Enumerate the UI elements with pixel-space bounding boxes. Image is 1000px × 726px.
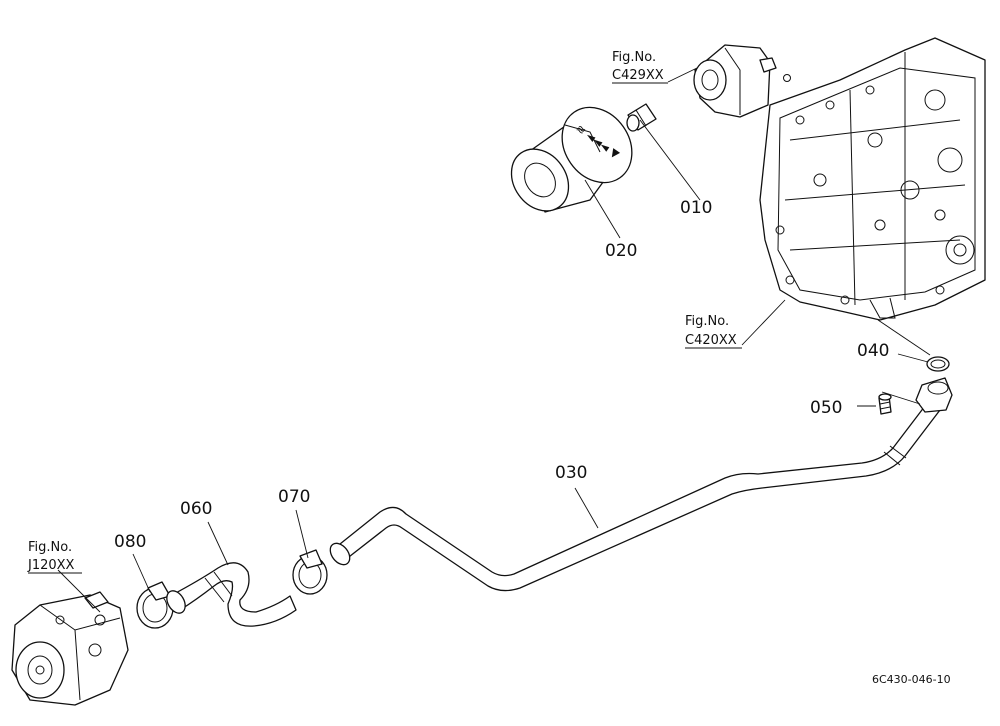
part-030-suction-pipe [329, 377, 953, 592]
drawing-code: 6C430-046-10 [872, 673, 951, 686]
fig-ref-label: Fig.No. [28, 540, 72, 555]
part-040-o-ring [926, 356, 950, 372]
part-070-hose-clamp [292, 549, 328, 595]
fig-ref-code: C420XX [685, 333, 737, 348]
callout-labels: 010 020 030 040 050 060 070 080 [114, 198, 889, 552]
transmission-case [759, 37, 986, 321]
callout-010: 010 [680, 198, 712, 218]
callout-030: 030 [555, 463, 587, 483]
callout-080: 080 [114, 532, 146, 552]
figure-reference-j120[interactable]: Fig.No. J120XX [27, 540, 82, 574]
part-020-oil-filter: ≋ ◄◄◄ ▼ [510, 106, 633, 213]
fig-ref-code: C429XX [612, 68, 664, 83]
figure-reference-c420[interactable]: Fig.No. C420XX [685, 314, 742, 349]
fig-ref-label: Fig.No. [612, 50, 656, 65]
figure-reference-c429[interactable]: Fig.No. C429XX [612, 50, 668, 84]
callout-050: 050 [810, 398, 842, 418]
filter-head-bracket [693, 44, 791, 118]
part-010-nipple [626, 103, 657, 132]
part-050-plug [878, 393, 892, 415]
fig-ref-label: Fig.No. [685, 314, 729, 329]
callout-070: 070 [278, 487, 310, 507]
fig-ref-code: J120XX [27, 558, 75, 573]
part-060-suction-hose [166, 562, 297, 627]
leader-lines [57, 67, 931, 613]
callout-020: 020 [605, 241, 637, 261]
part-080-hose-clamp [136, 581, 174, 629]
callout-060: 060 [180, 499, 212, 519]
callout-040: 040 [857, 341, 889, 361]
hydraulic-pump [11, 591, 129, 706]
